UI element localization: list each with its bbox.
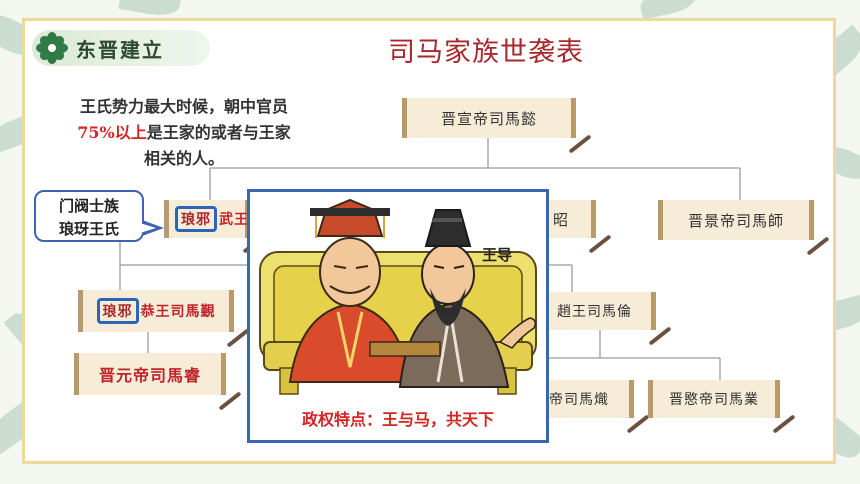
node-text: 晋元帝司馬睿 [98,366,201,385]
node-text: 恭王司馬覲 [140,304,216,320]
illustration-popup: 王导 政权特点：王与马，共天下 [247,189,549,443]
section-badge: 东晋建立 [32,30,212,68]
info-note: 王氏势力最大时候，朝中官员 75%以上是王家的或者与王家 相关的人。 [36,94,332,172]
callout-pointer-fill [140,223,156,233]
node-zhao-partial: 昭 [544,200,596,238]
node-jin-yuandi: 晋元帝司馬睿 [74,353,226,395]
speech-callout: 门阀士族 琅玡王氏 [34,190,144,242]
note-line-1: 王氏势力最大时候，朝中官员 [79,97,288,116]
node-jin-mindi: 晋愍帝司馬業 [648,380,780,418]
node-zhao-wang: 趙王司馬倫 [542,292,656,330]
note-highlight: 75%以上 [77,123,147,142]
node-langye-gongwang: 琅邪恭王司馬覲 [78,290,234,332]
popup-caption: 政权特点：王与马，共天下 [301,410,494,429]
page-title: 司马家族世袭表 [388,37,584,68]
node-jin-huaidi: 帝司馬熾 [542,380,634,418]
note-line-3: 相关的人。 [143,149,224,168]
note-line-2: 75%以上是王家的或者与王家 [36,120,332,146]
node-langye-wuwang: 琅邪武王 [164,200,250,238]
node-jin-xuandi: 晋宣帝司馬懿 [402,98,576,138]
two-officials-illustration [259,198,537,395]
callout-line-2: 琅玡王氏 [58,220,119,238]
langye-tag: 琅邪 [175,206,217,232]
section-badge-label: 东晋建立 [76,38,164,62]
figure-label: 王导 [482,246,513,264]
node-jin-jingdi: 晋景帝司馬師 [658,200,814,240]
callout-line-1: 门阀士族 [58,197,119,215]
langye-tag: 琅邪 [96,298,139,324]
flower-icon [36,32,68,64]
node-text: 武王 [219,212,249,228]
note-line-2-rest: 是王家的或者与王家 [146,123,291,142]
